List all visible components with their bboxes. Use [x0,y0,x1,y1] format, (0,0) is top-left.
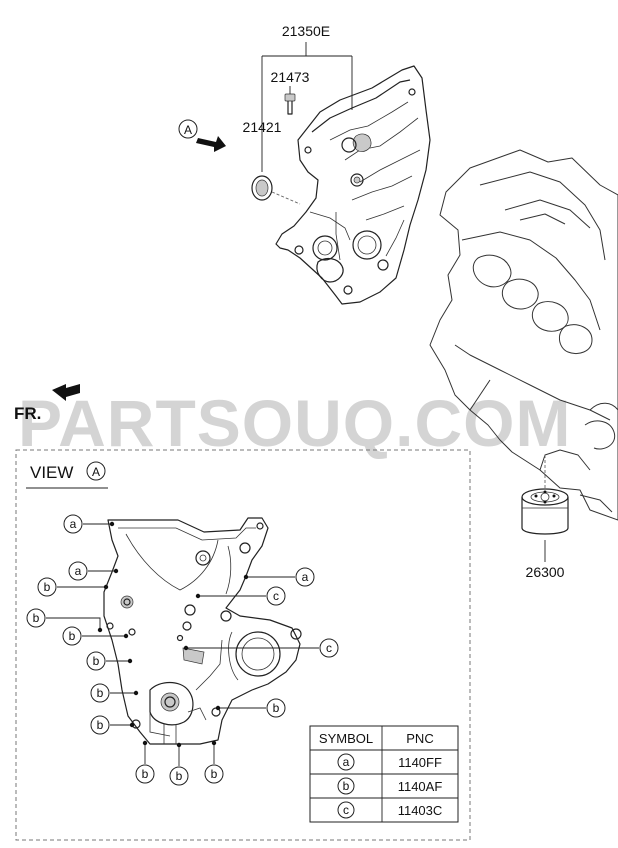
timing-chain-cover [275,65,431,305]
view-marker-label: A [184,123,192,137]
view-marker-circle [178,119,198,139]
callout-left-5-label: b [69,629,76,643]
callout-left-1 [63,514,83,534]
engine-block-outline [429,149,618,521]
oil-filter [521,455,569,535]
view-direction-arrow [196,136,226,152]
callout-bottom-1-label: b [142,767,149,781]
callout-bottom-2 [169,766,189,786]
view-panel-marker-label: A [92,465,100,479]
callout-right-4-label: b [273,701,280,715]
callout-right-3-label: c [326,641,332,655]
table-row-symbol-circle [337,753,355,771]
table-row-symbol: c [343,803,349,817]
callout-left-8-label: b [97,718,104,732]
callout-left-5 [62,626,82,646]
callout-left-2 [68,561,88,581]
view-panel-title: VIEW [30,463,73,482]
leader-front-cover [261,42,353,172]
callout-left-2-label: a [75,564,82,578]
front-direction-label: FR. [14,404,41,423]
part-number-bolt: 21473 [271,69,310,85]
callout-left-4 [26,608,46,628]
front-direction-arrow [52,384,80,401]
table-row-symbol-circle [337,801,355,819]
part-number-front-cover: 21350E [282,23,330,39]
table-header-symbol: SYMBOL [319,731,373,746]
callout-right-2-label: c [273,589,279,603]
callout-left-1-label: a [70,517,77,531]
part-number-oil-filter: 26300 [526,564,565,580]
symbol-pnc-table: SYMBOL PNC a 1140FF b 1140AF c 11403C [309,725,459,823]
table-row-pnc: 11403C [398,803,443,818]
callout-left-6 [86,651,106,671]
table-header-pnc: PNC [406,731,433,746]
callout-left-6-label: b [93,654,100,668]
table-row-symbol-circle [337,777,355,795]
bolt [284,93,296,115]
callout-left-8 [90,715,110,735]
table-row-symbol: b [343,779,350,793]
callout-bottom-2-label: b [176,769,183,783]
part-number-seal: 21421 [243,119,282,135]
callout-left-4-label: b [33,611,40,625]
watermark: PARTSOUQ.COM [18,386,571,460]
view-a-panel [15,449,471,841]
view-a-leaders [46,521,319,766]
view-panel-marker-circle [86,461,106,481]
callout-left-7-label: b [97,686,104,700]
callout-right-1 [295,567,315,587]
callout-bottom-1 [135,764,155,784]
callout-left-7 [90,683,110,703]
callout-left-3 [37,577,57,597]
view-a-cover-drawing [103,517,302,745]
table-row-symbol: a [343,755,350,769]
callout-bottom-3-label: b [211,767,218,781]
table-row-pnc: 1140FF [398,755,442,770]
callout-right-1-label: a [302,570,309,584]
callout-right-4 [266,698,286,718]
callout-right-2 [266,586,286,606]
callout-right-3 [319,638,339,658]
table-row-pnc: 1140AF [398,779,443,794]
oil-seal [251,175,301,205]
callout-left-3-label: b [44,580,51,594]
callout-bottom-3 [204,764,224,784]
